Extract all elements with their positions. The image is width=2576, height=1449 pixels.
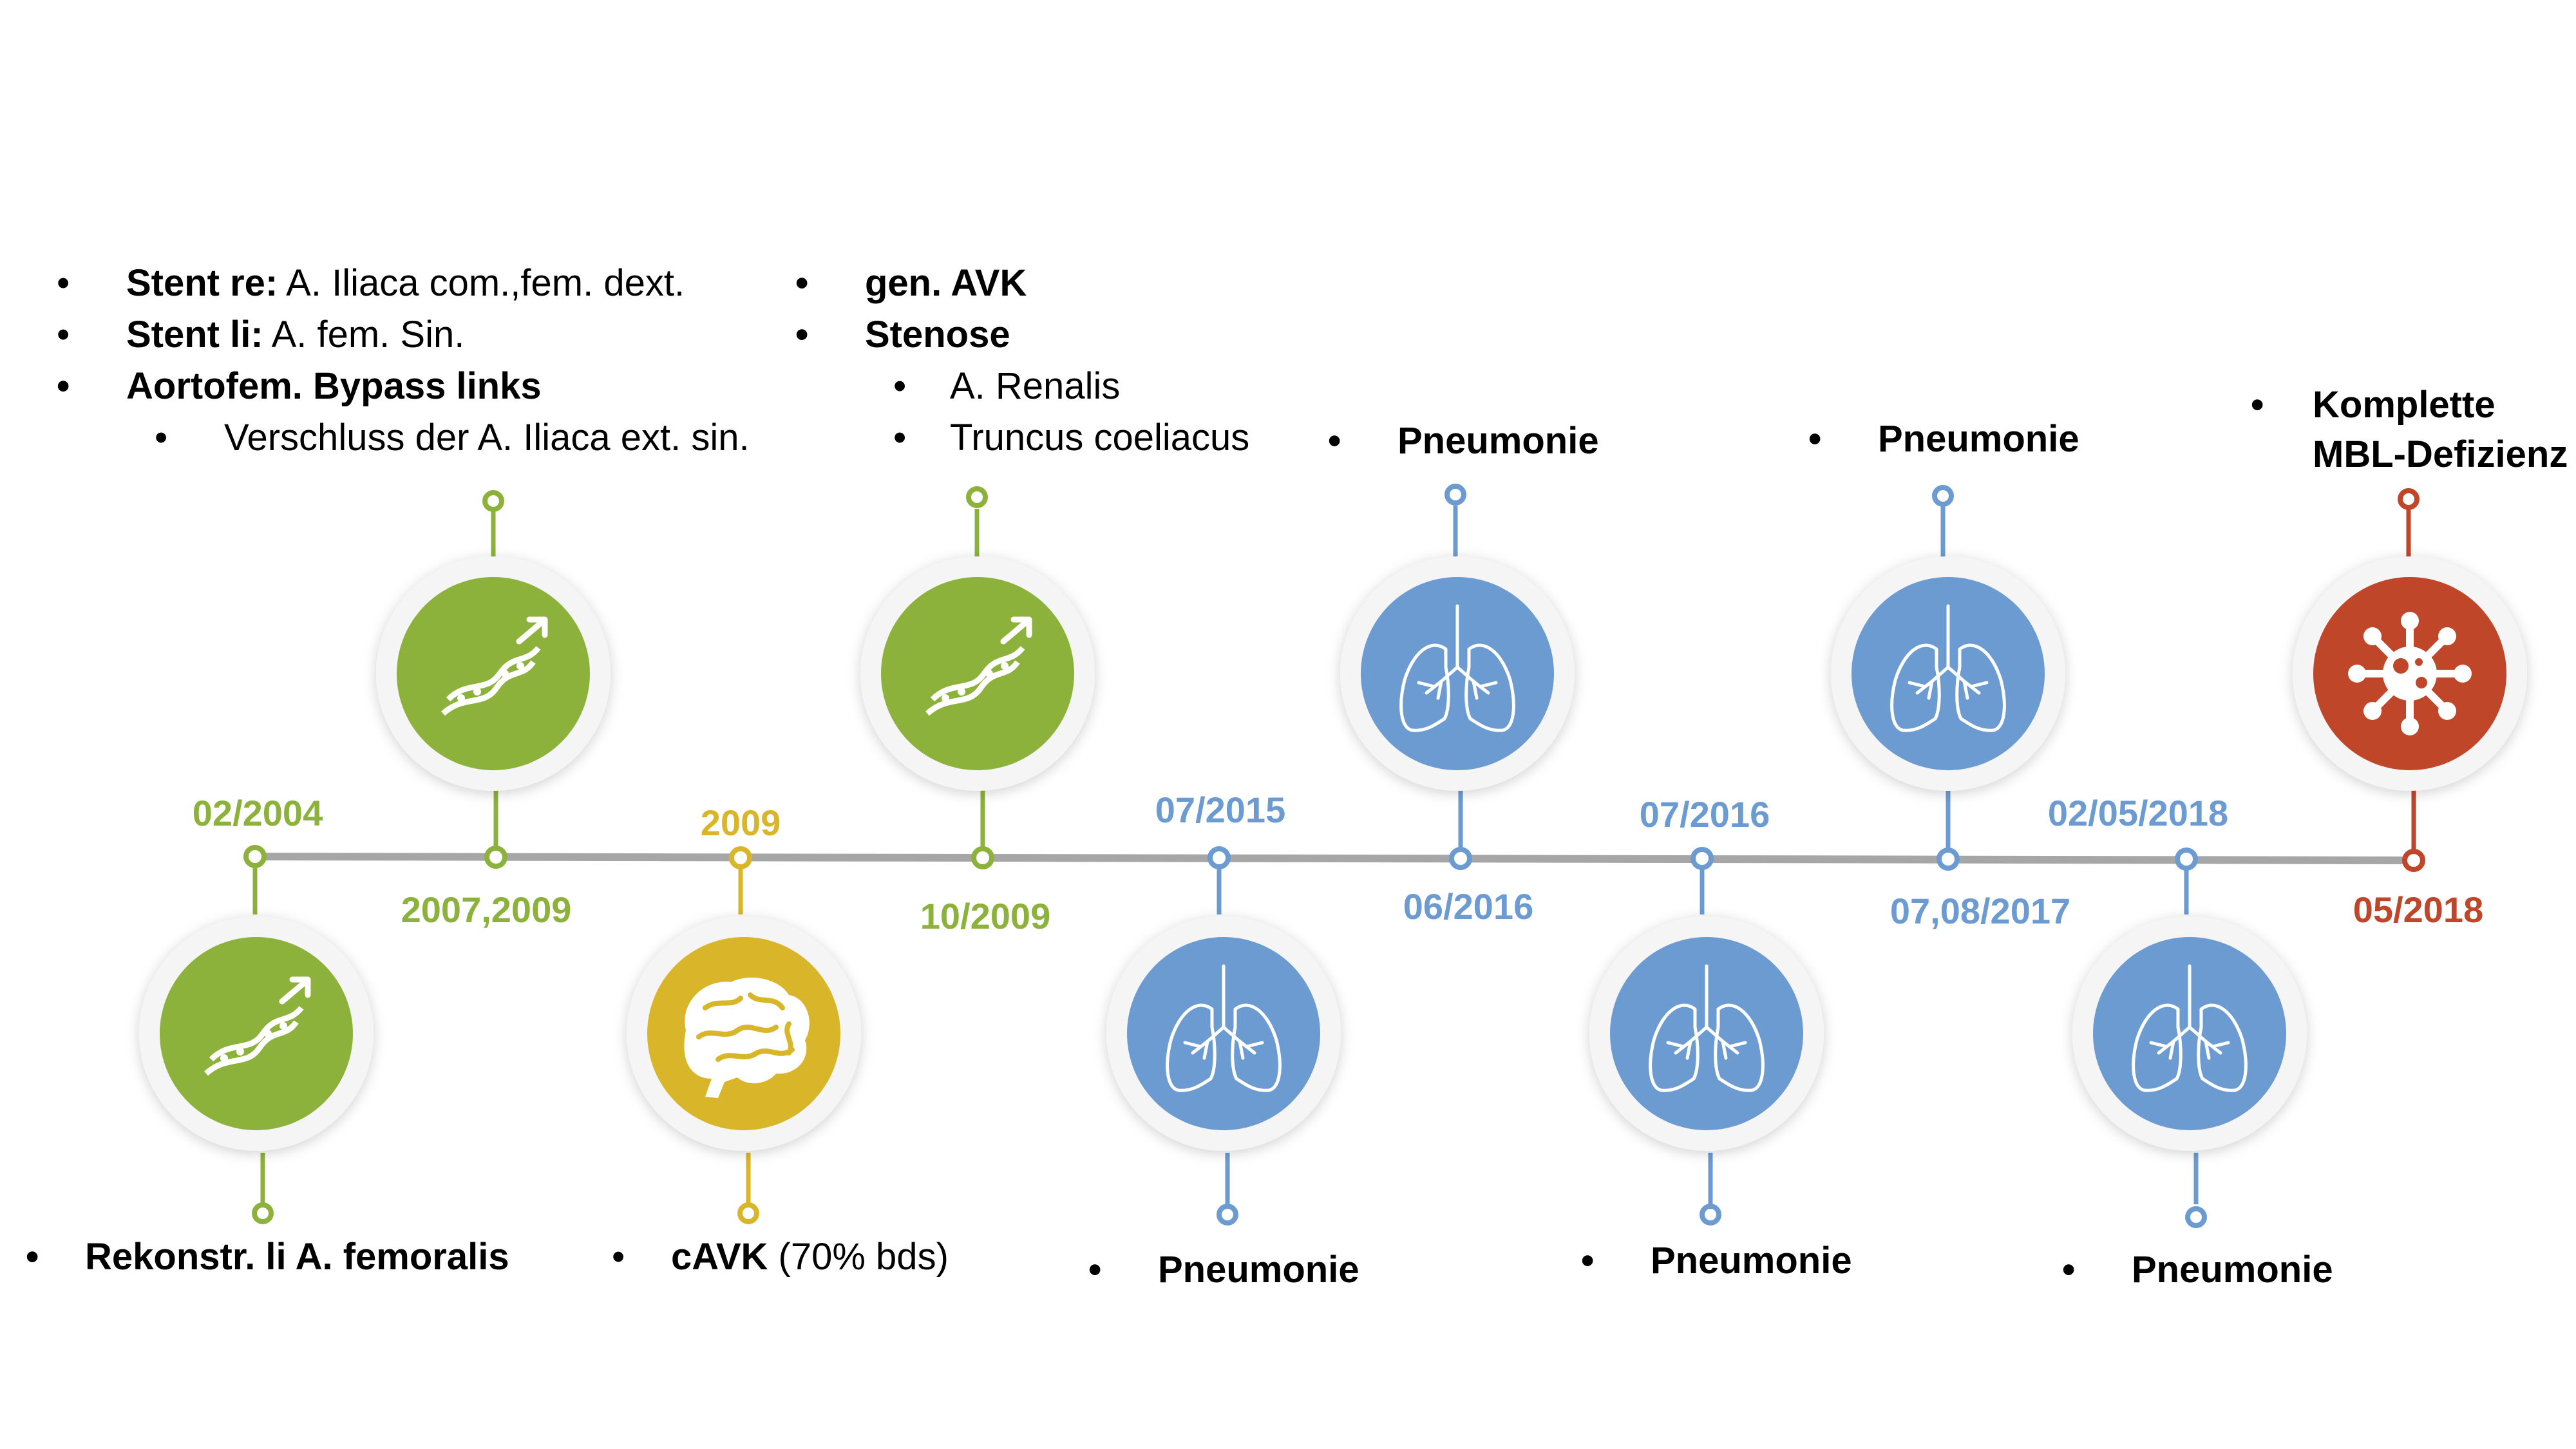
event-2007-2009 [376, 490, 611, 869]
date-label: 07/2016 [1639, 794, 1770, 835]
label-item: Stenose [795, 309, 1249, 361]
end-marker [1444, 484, 1466, 506]
label-item: Stent li: A. fem. Sin. [57, 309, 750, 361]
end-marker [2185, 1206, 2207, 1228]
end-marker [482, 490, 504, 512]
event-label-07-2015: Pneumonie [1088, 1244, 1359, 1296]
date-label: 05/2018 [2353, 889, 2484, 930]
axis-marker [484, 846, 507, 869]
label-item: Rekonstr. li A. femoralis [26, 1231, 509, 1283]
date-label: 07,08/2017 [1889, 891, 2071, 931]
timeline-axis [254, 853, 2414, 864]
event-label-2007-2009: Stent re: A. Iliaca com.,fem. dext. Sten… [57, 258, 750, 464]
end-marker [1700, 1204, 1721, 1226]
axis-marker [2175, 848, 2198, 871]
date-label: 07/2015 [1155, 790, 1286, 830]
label-item: cAVK (70% bds) [612, 1231, 949, 1283]
label-item: Stent re: A. Iliaca com.,fem. dext. [57, 258, 750, 309]
end-marker [737, 1202, 759, 1224]
event-label-07-08-2017: Pneumonie [1808, 413, 2079, 465]
label-item: gen. AVK [795, 258, 1249, 309]
label-item: Komplette [2251, 380, 2568, 430]
label-subitem: A. Renalis [795, 361, 1249, 412]
event-label-02-2004: Rekonstr. li A. femoralis [26, 1231, 509, 1283]
axis-marker [1208, 846, 1231, 869]
end-marker [1932, 485, 1954, 507]
axis-marker [2402, 849, 2425, 872]
label-item: Pneumonie [1088, 1244, 1359, 1296]
axis-marker [971, 846, 994, 869]
label-subitem: Truncus coeliacus [795, 412, 1249, 464]
date-label: 10/2009 [920, 896, 1051, 936]
event-02-05-2018 [2072, 848, 2307, 1228]
axis-marker [729, 846, 752, 869]
label-item: Pneumonie [1328, 415, 1599, 467]
date-label: 02/2004 [192, 793, 323, 833]
date-label: 2007,2009 [401, 889, 572, 930]
event-label-05-2018: Komplette MBL-Defizienz [2251, 380, 2568, 479]
date-label: 2009 [700, 802, 781, 843]
date-label: 06/2016 [1403, 886, 1534, 927]
label-subitem: Verschluss der A. Iliaca ext. sin. [57, 412, 750, 464]
label-item: Pneumonie [2062, 1244, 2333, 1296]
end-marker [2398, 488, 2420, 510]
event-10-2009 [860, 486, 1095, 869]
event-06-2016 [1340, 484, 1575, 870]
event-02-2004 [139, 845, 374, 1224]
event-07-2015 [1106, 846, 1341, 1226]
axis-marker [1449, 847, 1472, 870]
event-label-10-2009: gen. AVK Stenose A. Renalis Truncus coel… [795, 258, 1249, 464]
axis-marker [1937, 848, 1960, 871]
event-label-2009: cAVK (70% bds) [612, 1231, 949, 1283]
end-marker [966, 486, 988, 508]
label-item-continuation: MBL-Defizienz [2313, 433, 2568, 476]
event-label-07-2016: Pneumonie [1581, 1235, 1852, 1287]
event-07-08-2017 [1831, 485, 2065, 871]
event-label-02-05-2018: Pneumonie [2062, 1244, 2333, 1296]
event-07-2016 [1589, 847, 1824, 1226]
event-05-2018 [2293, 488, 2527, 872]
end-marker [1217, 1204, 1238, 1226]
label-item: Pneumonie [1808, 413, 2079, 465]
label-item: Pneumonie [1581, 1235, 1852, 1287]
axis-marker [243, 845, 267, 868]
end-marker [252, 1202, 274, 1224]
label-item: Aortofem. Bypass links [57, 361, 750, 412]
event-label-06-2016: Pneumonie [1328, 415, 1599, 467]
date-label: 02/05/2018 [2047, 793, 2229, 833]
event-2009 [627, 846, 861, 1224]
axis-marker [1690, 847, 1714, 870]
